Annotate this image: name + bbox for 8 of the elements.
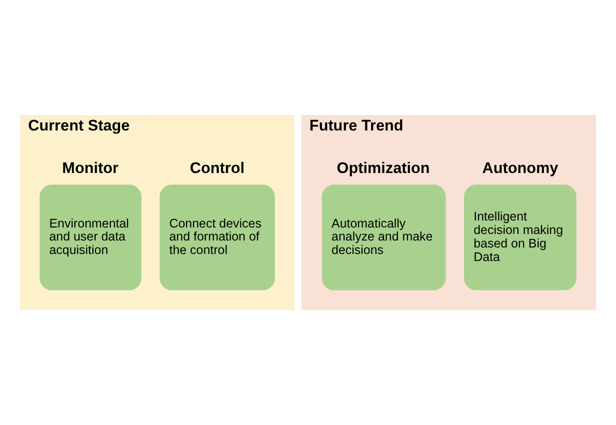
node-box: Environmental and user data acquisition <box>40 184 142 290</box>
node-label: Monitor <box>62 160 119 177</box>
node-box: Intelligent decision making based on Big Data <box>464 184 576 290</box>
node-label: Control <box>190 160 245 177</box>
node-label: Autonomy <box>482 160 558 177</box>
node-box: Automatically analyze and make decisions <box>322 184 446 290</box>
node-box: Connect devices and formation of the control <box>160 184 275 290</box>
node-label: Optimization <box>336 160 430 177</box>
